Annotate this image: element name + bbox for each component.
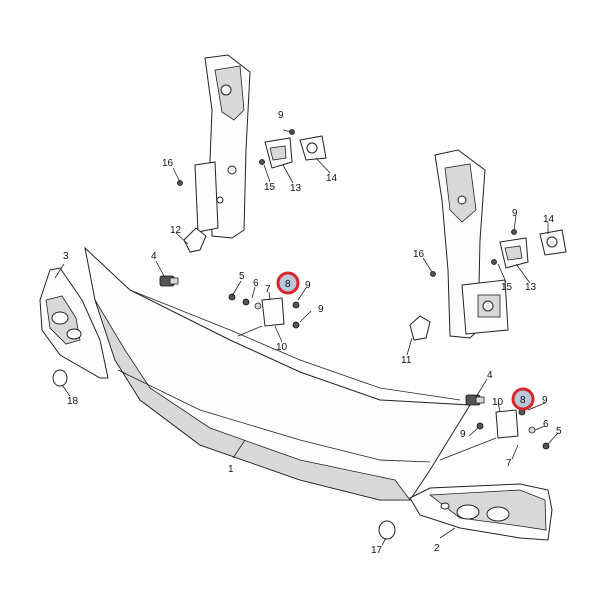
label-9-e: 9 [542,395,548,406]
right-bolt [465,394,485,406]
label-13-right: 13 [525,282,537,293]
label-16-left: 16 [162,158,174,169]
label-10-left: 10 [276,342,288,353]
label-9-c: 9 [318,304,324,315]
label-11: 11 [401,355,412,366]
left-bolt [159,275,179,287]
label-9-b: 9 [305,280,311,291]
leader-lines [54,129,559,546]
label-6-left: 6 [253,278,259,289]
left-mount-plate [228,293,300,329]
label-9-f: 9 [460,429,466,440]
label-7-left: 7 [265,284,271,295]
label-14-right: 14 [543,214,555,225]
label-13-left: 13 [290,183,302,194]
label-15-left: 15 [264,182,276,193]
label-7-right: 7 [506,458,512,469]
left-mounting-bracket [183,54,251,253]
label-14-left: 14 [326,173,338,184]
right-seal-ring [378,520,396,540]
label-15-right: 15 [501,282,513,293]
label-6-right: 6 [543,419,549,430]
bumper-cover [84,246,471,501]
left-seal-ring [52,369,68,387]
label-2: 2 [434,543,440,554]
label-5-left: 5 [239,271,245,282]
label-12: 12 [170,225,182,236]
right-corner-cover [409,483,553,541]
callout-labels: 1 2 3 4 4 5 5 6 6 7 7 8 8 9 9 9 9 9 9 10… [63,110,562,556]
highlight-ring-left [276,271,300,295]
right-mounting-bracket [409,149,509,341]
label-17: 17 [371,545,383,556]
label-8-left: 8 [285,279,291,290]
label-16-right: 16 [413,249,425,260]
highlight-ring-right [511,387,535,411]
label-5-right: 5 [556,426,562,437]
label-9-d: 9 [512,208,518,219]
label-4-left: 4 [151,251,157,262]
label-1: 1 [228,464,234,475]
label-8-right: 8 [520,395,526,406]
label-9-a: 9 [278,110,284,121]
label-4-right: 4 [487,370,493,381]
left-corner-cover [39,267,109,379]
label-3: 3 [63,251,69,262]
label-10-right: 10 [492,397,504,408]
right-bracket-clip [430,229,567,277]
label-18: 18 [67,396,79,407]
